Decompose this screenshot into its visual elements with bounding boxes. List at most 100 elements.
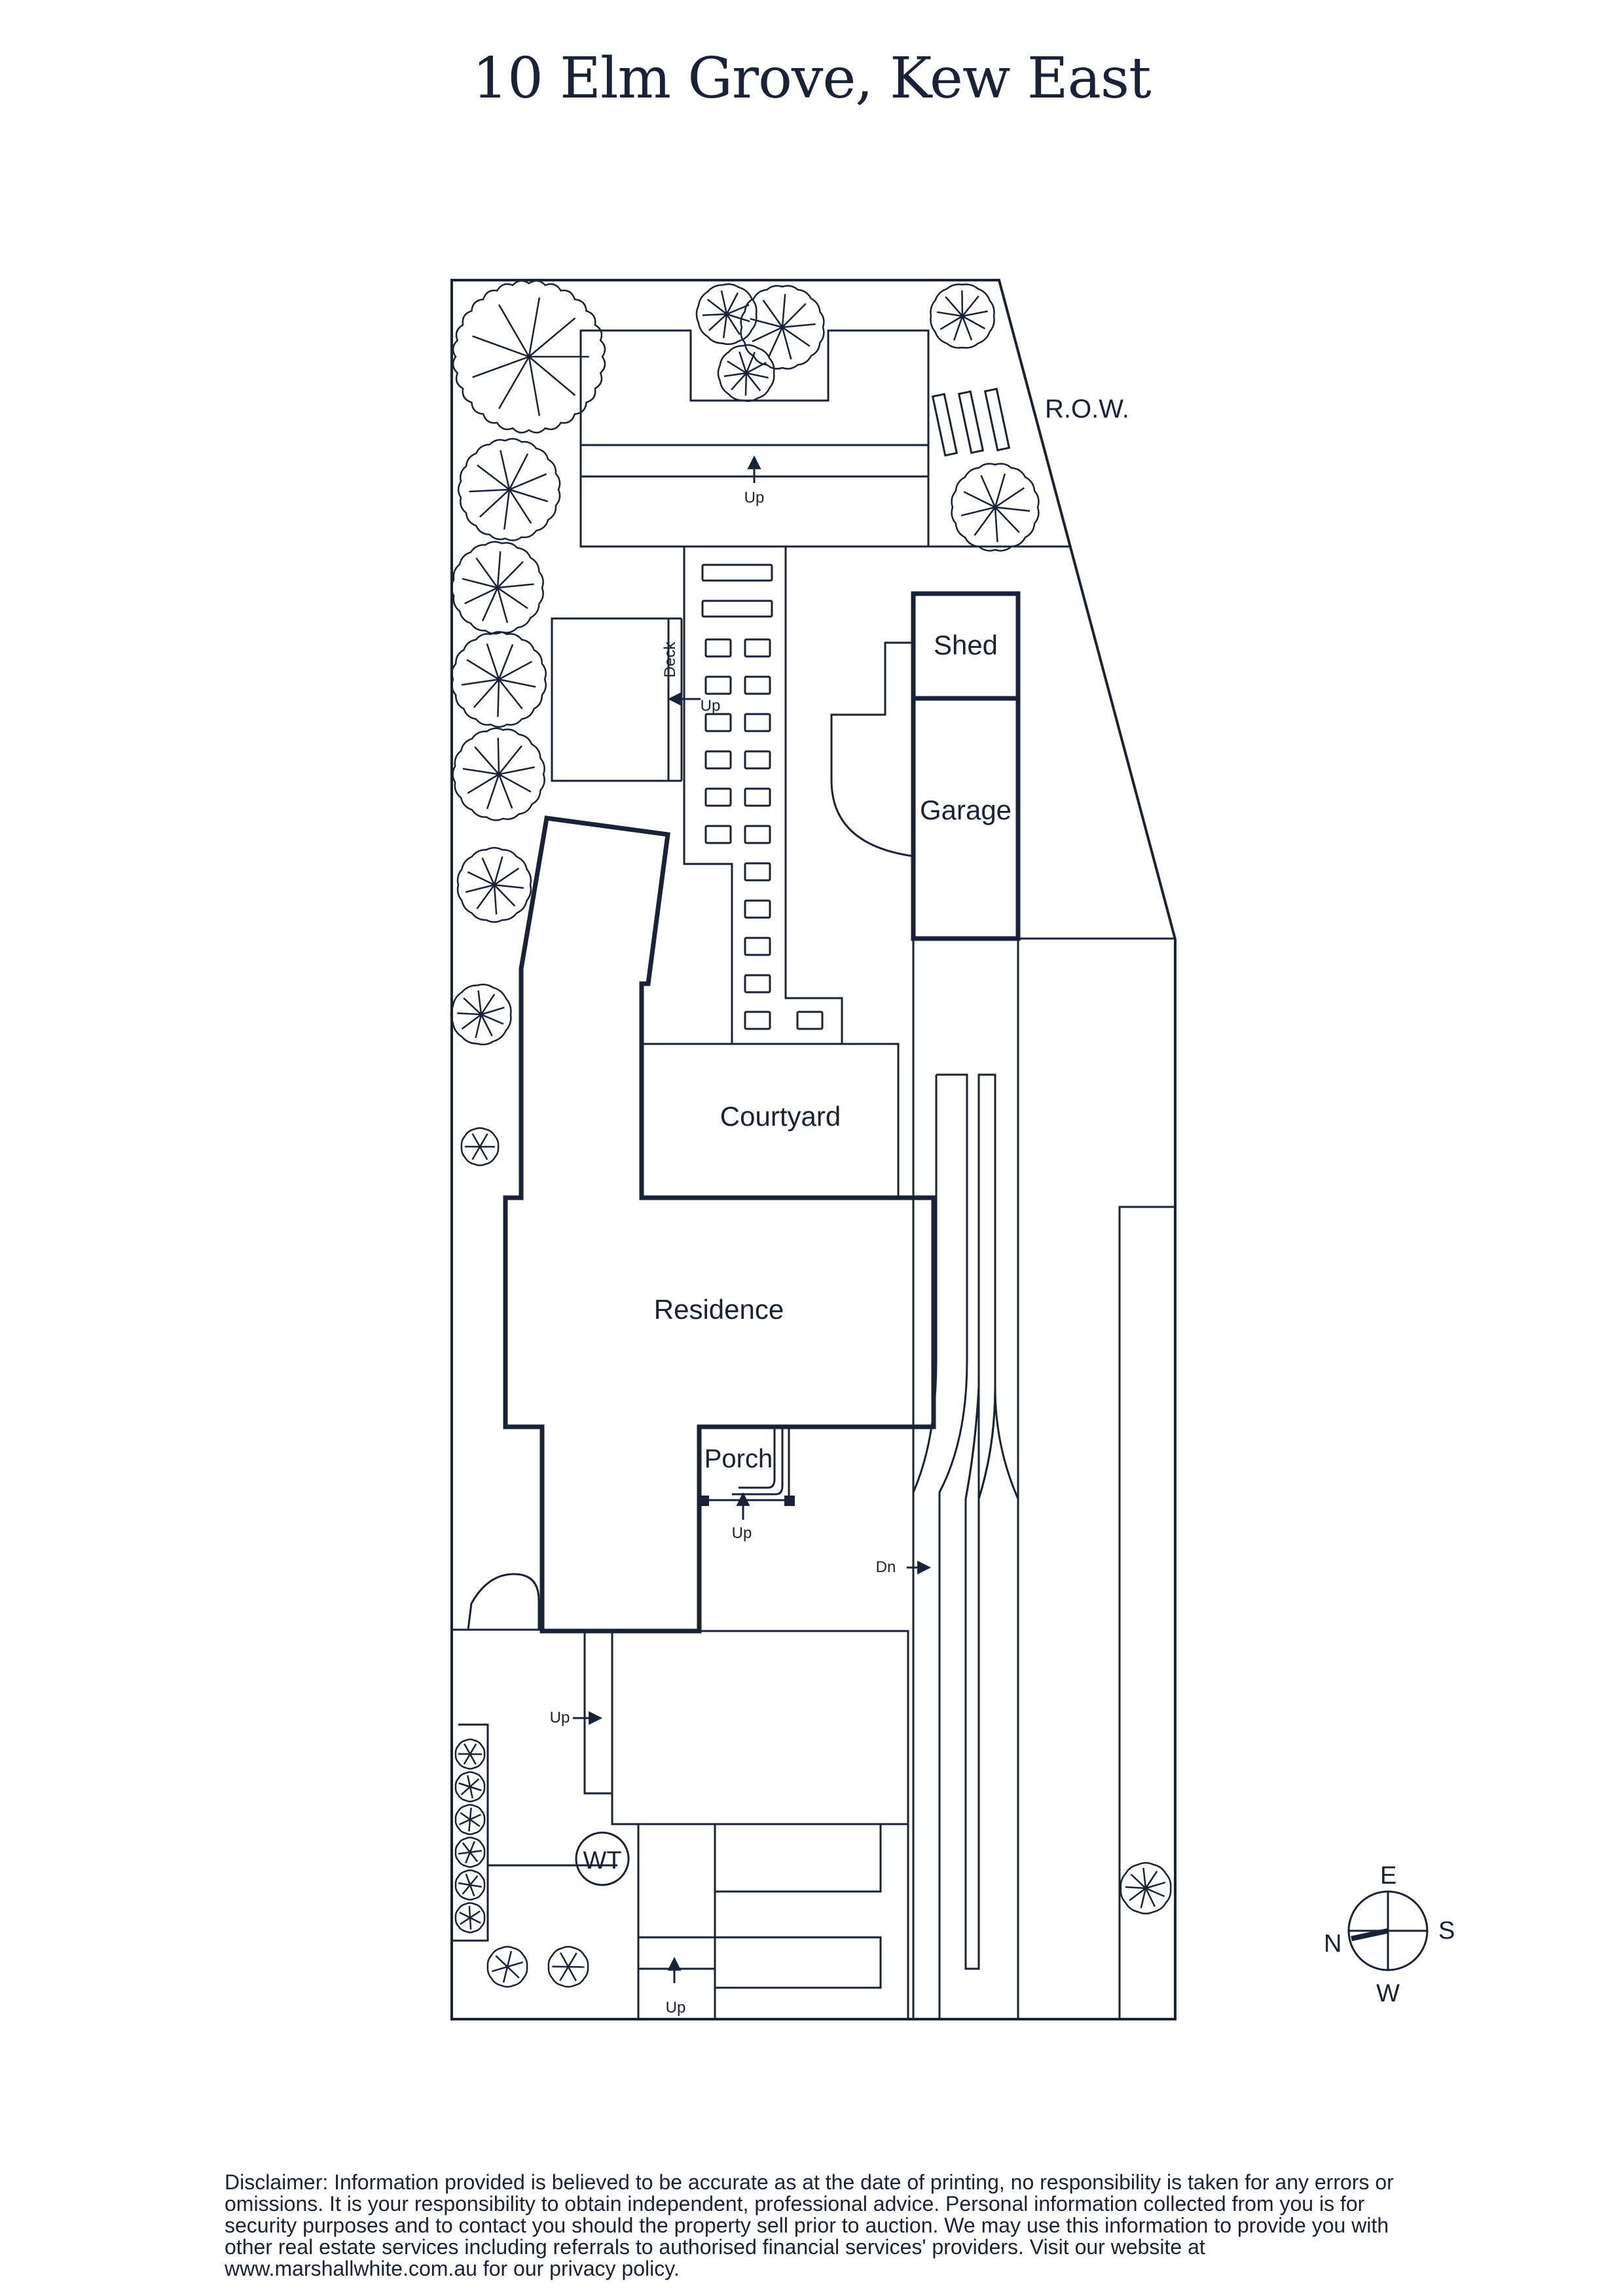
tree-branch (464, 1743, 471, 1755)
tree-branch (746, 372, 769, 379)
tree-branch (781, 327, 792, 360)
tree-branch (509, 488, 549, 503)
tree-branch (1142, 1867, 1147, 1889)
tree-canopy (456, 846, 532, 924)
tree-branch (469, 1884, 483, 1888)
tree-branch (469, 1916, 481, 1924)
tree-canopy (460, 1127, 500, 1166)
front-terraces (452, 1573, 909, 2020)
tree-branch (469, 1917, 472, 1930)
deck-label: Deck (661, 641, 679, 678)
tree-branch (474, 746, 500, 775)
tree-branch (725, 314, 740, 335)
driveway (912, 937, 1175, 2019)
tree-branch (945, 296, 963, 317)
tree-branch (722, 314, 728, 338)
tree-branch (963, 491, 996, 509)
tree-branch (750, 317, 783, 329)
tree-branch (469, 1778, 480, 1787)
tree-branch (458, 1851, 471, 1855)
tree-branch (460, 1812, 471, 1821)
tree-icon (454, 1837, 486, 1868)
tree-branch (939, 315, 963, 331)
tree-icon (456, 846, 532, 924)
tree-branch (746, 372, 761, 391)
tree-branch (494, 884, 524, 889)
tree-branch (497, 583, 534, 589)
shed-label: Shed (934, 630, 998, 660)
tree-branch (936, 311, 963, 317)
tree-branch (462, 768, 500, 776)
tree-branch (477, 990, 483, 1015)
tree-branch (468, 1819, 471, 1832)
tree-branch (498, 773, 532, 793)
tree-branch (469, 1743, 477, 1755)
tree-branch (462, 1842, 471, 1853)
tree-icon (452, 279, 606, 434)
terrace-up-label: Up (744, 489, 765, 507)
tree-branch (727, 360, 747, 374)
tree-branch (463, 1753, 471, 1765)
tree-icon (547, 1946, 589, 1988)
tree-branch (498, 660, 533, 681)
tree-branch (720, 290, 728, 315)
residence-outline (503, 816, 936, 1634)
tree-branch (464, 586, 498, 605)
tree-branch (469, 1850, 483, 1854)
tree-branch (994, 487, 1025, 509)
tree-branch (496, 551, 501, 588)
row-label: R.O.W. (1045, 395, 1129, 423)
tree-branch (476, 884, 496, 910)
property-boundary (450, 279, 1176, 2020)
tree-branch (496, 587, 509, 624)
tree-branch (497, 586, 528, 609)
tree-branch (459, 1911, 471, 1919)
tree-branch (472, 355, 530, 378)
water-tank (575, 1831, 630, 1886)
tree-branch (495, 1955, 508, 1967)
tree-canopy (457, 438, 561, 541)
disclaimer-text: Disclaimer: Information provided is beli… (225, 2170, 1394, 2280)
tree-branch (469, 1786, 474, 1799)
tree-branch (567, 1952, 577, 1967)
porch-post-left (699, 1496, 709, 1506)
tree-branch (498, 356, 530, 410)
tree-branch (528, 317, 576, 357)
tree-branch (706, 298, 727, 315)
tree-canopy (450, 983, 512, 1046)
tree-icon (454, 1771, 486, 1803)
tree-canopy (454, 1902, 486, 1933)
tree-branch (467, 773, 500, 794)
tree-branch (465, 884, 495, 893)
tree-branch (559, 1966, 570, 1981)
tree-branch (458, 1782, 471, 1788)
tree-canopy (450, 541, 544, 635)
tree-canopy (740, 285, 825, 370)
page-title: 10 Elm Grove, Kew East (472, 46, 1151, 111)
tree-branch (498, 766, 535, 776)
tree-branch (994, 506, 1030, 512)
tree-icon (454, 1869, 486, 1901)
tree-branch (503, 489, 511, 530)
north-needle (1351, 1928, 1389, 1941)
tree-branch (472, 335, 530, 358)
garden-path (683, 547, 900, 1198)
tree-branch (782, 323, 816, 329)
tree-branch (469, 1884, 475, 1897)
rear-terrace (579, 329, 1071, 548)
tree-canopy (454, 1738, 486, 1770)
courtyard-label: Courtyard (720, 1101, 841, 1132)
tree-branch (469, 1840, 475, 1853)
tree-branch (469, 1875, 479, 1886)
tree-branch (459, 1818, 471, 1825)
garage-label: Garage (920, 795, 1012, 825)
compass: E S W N (1324, 1862, 1455, 2007)
tree-icon (457, 438, 561, 541)
tree-canopy (695, 283, 757, 346)
tree-branch (1144, 1871, 1158, 1889)
tree-branch (465, 1873, 471, 1886)
tree-canopy (717, 344, 775, 403)
tree-branch (466, 658, 500, 681)
tree-branch (739, 351, 748, 374)
tree-branch (781, 294, 786, 328)
